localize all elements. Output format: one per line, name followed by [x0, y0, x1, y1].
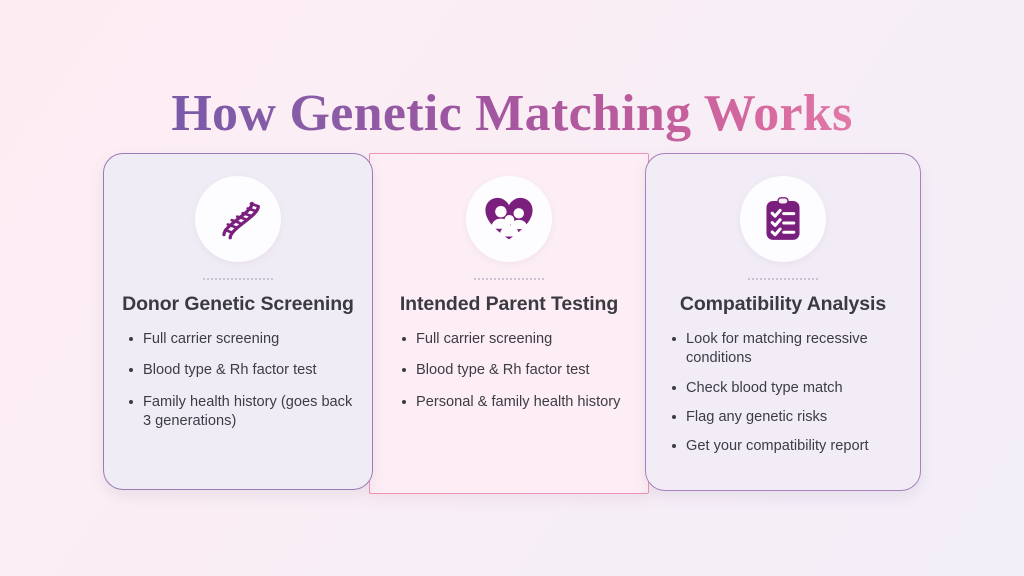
list-item: Get your compatibility report [671, 437, 910, 456]
card-content: Donor Genetic Screening Full carrier scr… [104, 154, 372, 489]
list-item: Blood type & Rh factor test [128, 361, 360, 380]
card-intended-parent-testing[interactable]: Intended Parent Testing Full carrier scr… [369, 153, 649, 494]
list-item: Check blood type match [671, 379, 910, 398]
page-title-container: How Genetic Matching Works [0, 50, 1024, 178]
card-donor-genetic-screening[interactable]: Donor Genetic Screening Full carrier scr… [103, 153, 373, 490]
dna-helix-icon [195, 176, 281, 262]
list-item: Blood type & Rh factor test [401, 361, 634, 380]
card-title: Donor Genetic Screening [122, 293, 354, 315]
card-bullet-list: Look for matching recessive conditions C… [646, 330, 920, 467]
card-title: Intended Parent Testing [399, 293, 619, 315]
list-item: Flag any genetic risks [671, 408, 910, 427]
card-compatibility-analysis[interactable]: Compatibility Analysis Look for matching… [645, 153, 921, 491]
card-title: Compatibility Analysis [679, 293, 887, 315]
list-item: Family health history (goes back 3 gener… [128, 393, 360, 432]
dotted-divider [202, 278, 274, 280]
dotted-divider [747, 278, 819, 280]
dotted-divider [473, 278, 545, 280]
family-heart-icon [466, 176, 552, 262]
cards-row: Donor Genetic Screening Full carrier scr… [103, 153, 921, 498]
card-bullet-list: Full carrier screening Blood type & Rh f… [104, 330, 372, 444]
list-item: Full carrier screening [128, 330, 360, 349]
card-bullet-list: Full carrier screening Blood type & Rh f… [370, 330, 648, 424]
list-item: Look for matching recessive conditions [671, 330, 910, 369]
page-title: How Genetic Matching Works [171, 84, 853, 142]
clipboard-checklist-icon [740, 176, 826, 262]
card-content: Intended Parent Testing Full carrier scr… [370, 154, 648, 493]
list-item: Full carrier screening [401, 330, 634, 349]
card-content: Compatibility Analysis Look for matching… [646, 154, 920, 490]
list-item: Personal & family health history [401, 393, 634, 412]
